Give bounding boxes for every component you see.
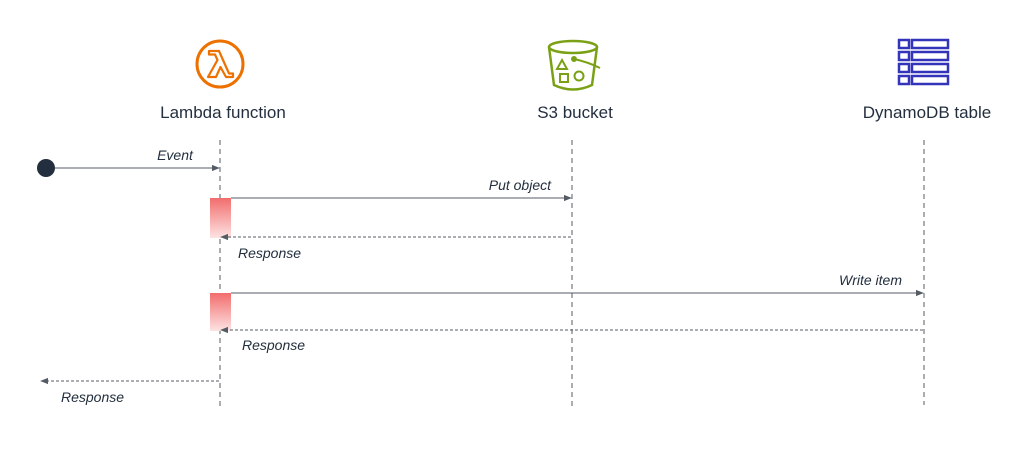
activation-bar-2	[210, 293, 231, 331]
message-event-label: Event	[157, 147, 194, 163]
start-dot	[37, 159, 55, 177]
message-write-item-label: Write item	[839, 272, 902, 288]
message-response-s3-label: Response	[238, 245, 301, 261]
message-put-object-label: Put object	[489, 177, 552, 193]
dynamodb-table-icon	[897, 38, 950, 86]
lambda-icon	[195, 39, 245, 89]
s3-bucket-icon	[547, 39, 601, 91]
actor-label-s3: S3 bucket	[537, 103, 613, 122]
message-response-final-label: Response	[61, 389, 124, 405]
message-response-dynamodb-label: Response	[242, 337, 305, 353]
actor-label-lambda: Lambda function	[160, 103, 286, 122]
actor-label-dynamodb: DynamoDB table	[863, 103, 992, 122]
activation-bar-1	[210, 198, 231, 238]
